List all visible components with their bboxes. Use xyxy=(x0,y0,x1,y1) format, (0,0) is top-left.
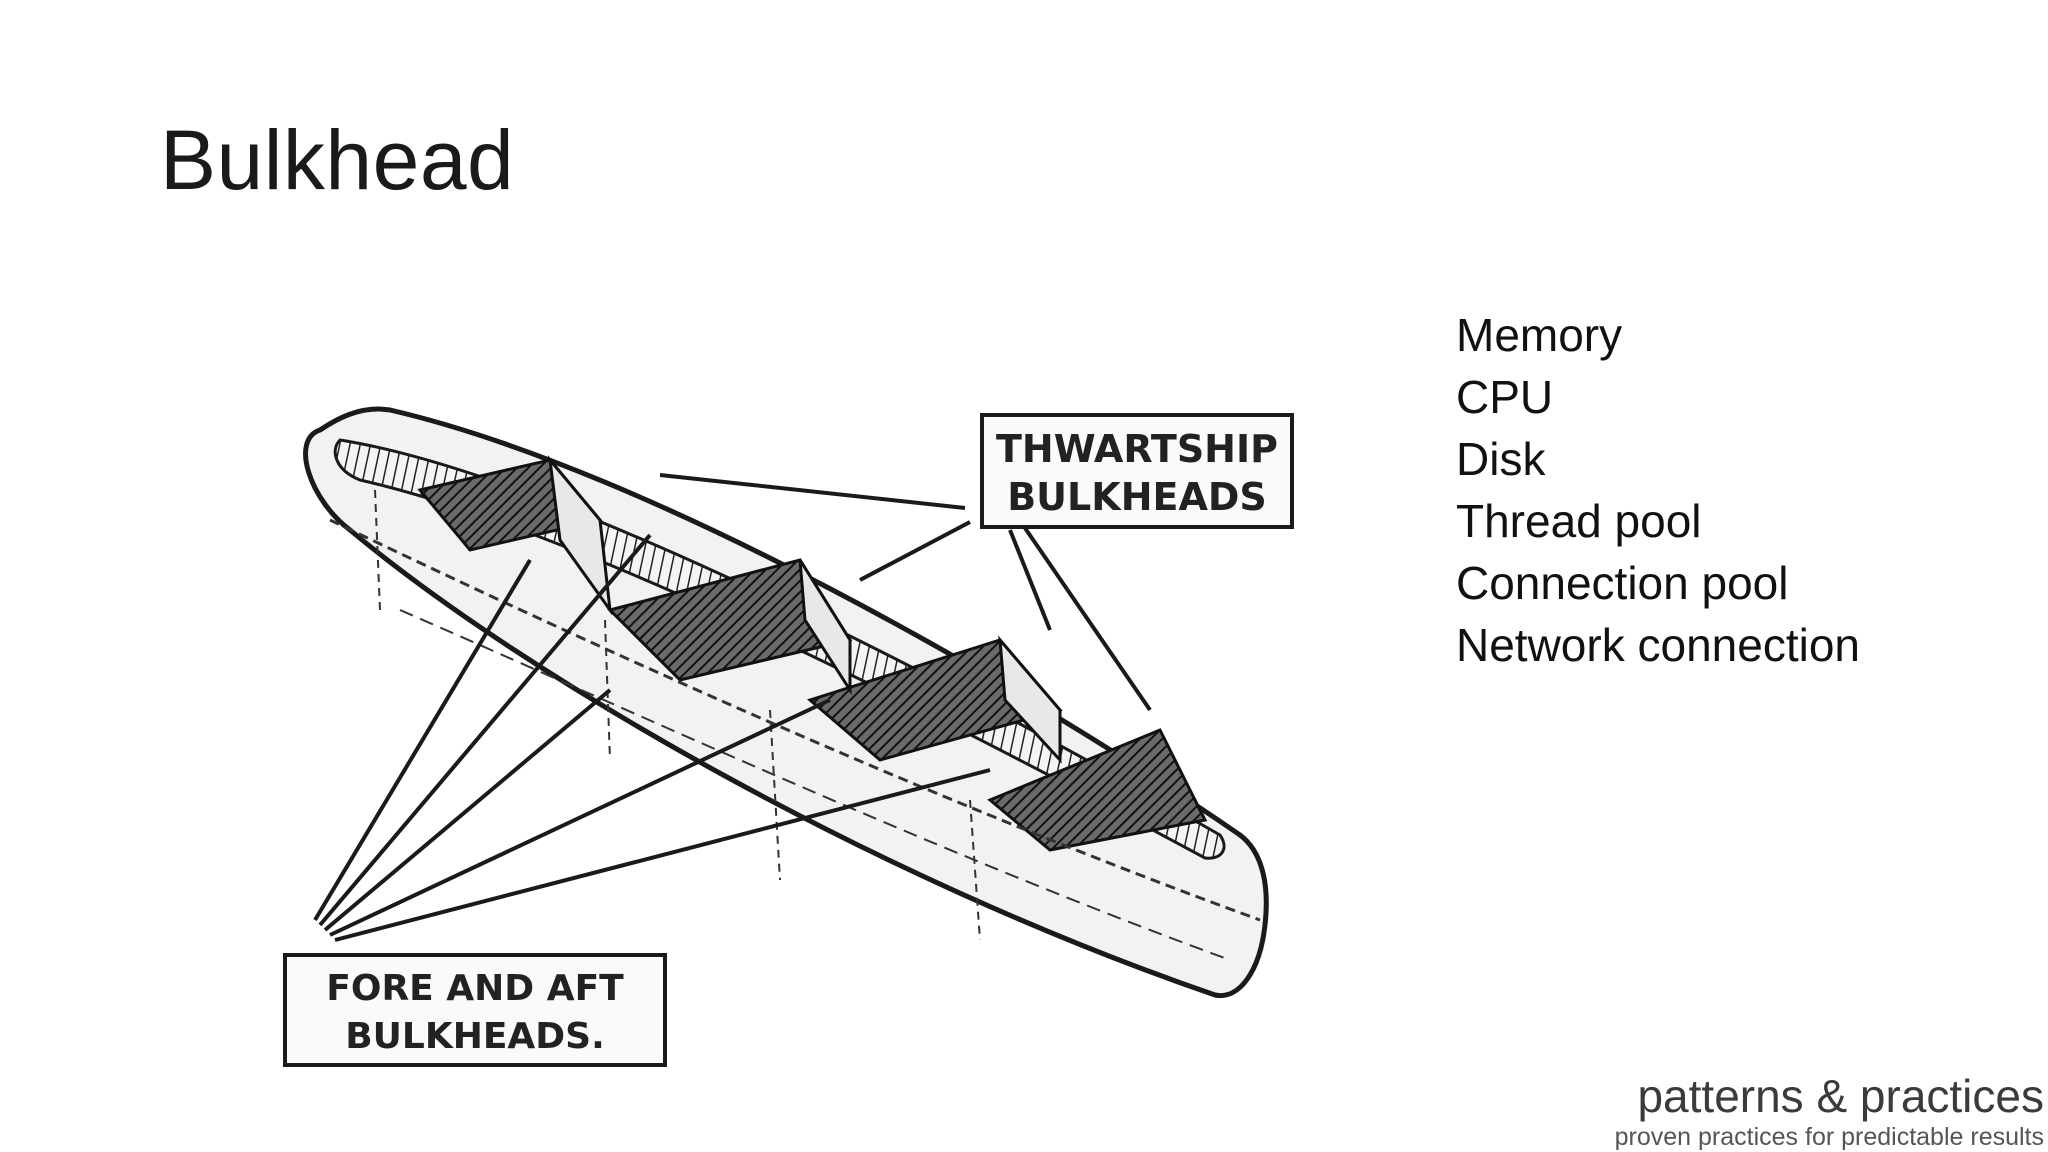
patterns-practices-logo: patterns & practices proven practices fo… xyxy=(1615,1070,2044,1152)
bulkhead-pointer-lines xyxy=(313,473,1152,942)
fore-aft-label-box: FORE AND AFT BULKHEADS. xyxy=(283,953,667,1067)
resource-item: CPU xyxy=(1456,371,1554,423)
thwartship-label-line1: THWARTSHIP xyxy=(996,427,1278,471)
fore-aft-label-line2: BULKHEADS. xyxy=(345,1016,605,1057)
ship-hull xyxy=(303,406,1269,999)
resource-item: Connection pool xyxy=(1456,557,1789,609)
fore-aft-label-line1: FORE AND AFT xyxy=(326,968,624,1009)
thwartship-label-box: THWARTSHIP BULKHEADS xyxy=(980,413,1294,529)
thwartship-label-line2: BULKHEADS xyxy=(1007,475,1267,519)
resource-item: Network connection xyxy=(1456,619,1860,671)
brand-name: patterns & practices xyxy=(1637,1070,2044,1122)
resource-item: Thread pool xyxy=(1456,495,1702,547)
ship-bulkhead-illustration: THWARTSHIP BULKHEADS FORE AND AFT BULKHE… xyxy=(283,406,1294,1067)
resource-item: Disk xyxy=(1456,433,1546,485)
slide-title: Bulkhead xyxy=(160,113,515,207)
resource-list: Memory CPU Disk Thread pool Connection p… xyxy=(1456,304,1860,676)
brand-tagline: proven practices for predictable results xyxy=(1614,1123,2044,1151)
resource-item: Memory xyxy=(1456,309,1623,361)
